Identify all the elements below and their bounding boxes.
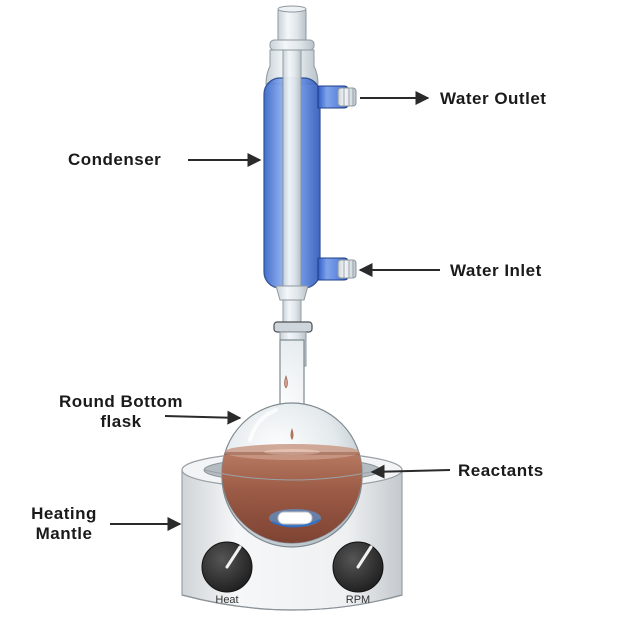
condenser-label: Condenser (68, 150, 162, 169)
heating-mantle-label-line2: Mantle (35, 524, 93, 543)
condenser (263, 5, 357, 367)
rpm-knob: RPM (332, 541, 384, 606)
heat-knob-label: Heat (215, 594, 238, 606)
mantle-rim (203, 469, 381, 481)
reactants-arrow (370, 464, 451, 479)
round-bottom-flask-arrow (164, 410, 242, 425)
heating-mantle-label: Heating Mantle (18, 504, 110, 544)
reactants-label: Reactants (458, 461, 544, 480)
water-inlet-label: Water Inlet (450, 261, 542, 280)
round-bottom-flask-label: Round Bottom flask (46, 392, 196, 432)
rpm-knob-label: RPM (346, 594, 370, 606)
heat-knob: Heat (201, 541, 253, 606)
round-bottom-flask (221, 339, 363, 548)
water-outlet-label: Water Outlet (440, 89, 547, 108)
round-bottom-flask-label-line2: flask (100, 412, 142, 431)
round-bottom-flask-label-line1: Round Bottom (58, 392, 184, 411)
heating-mantle-label-line1: Heating (31, 504, 97, 523)
